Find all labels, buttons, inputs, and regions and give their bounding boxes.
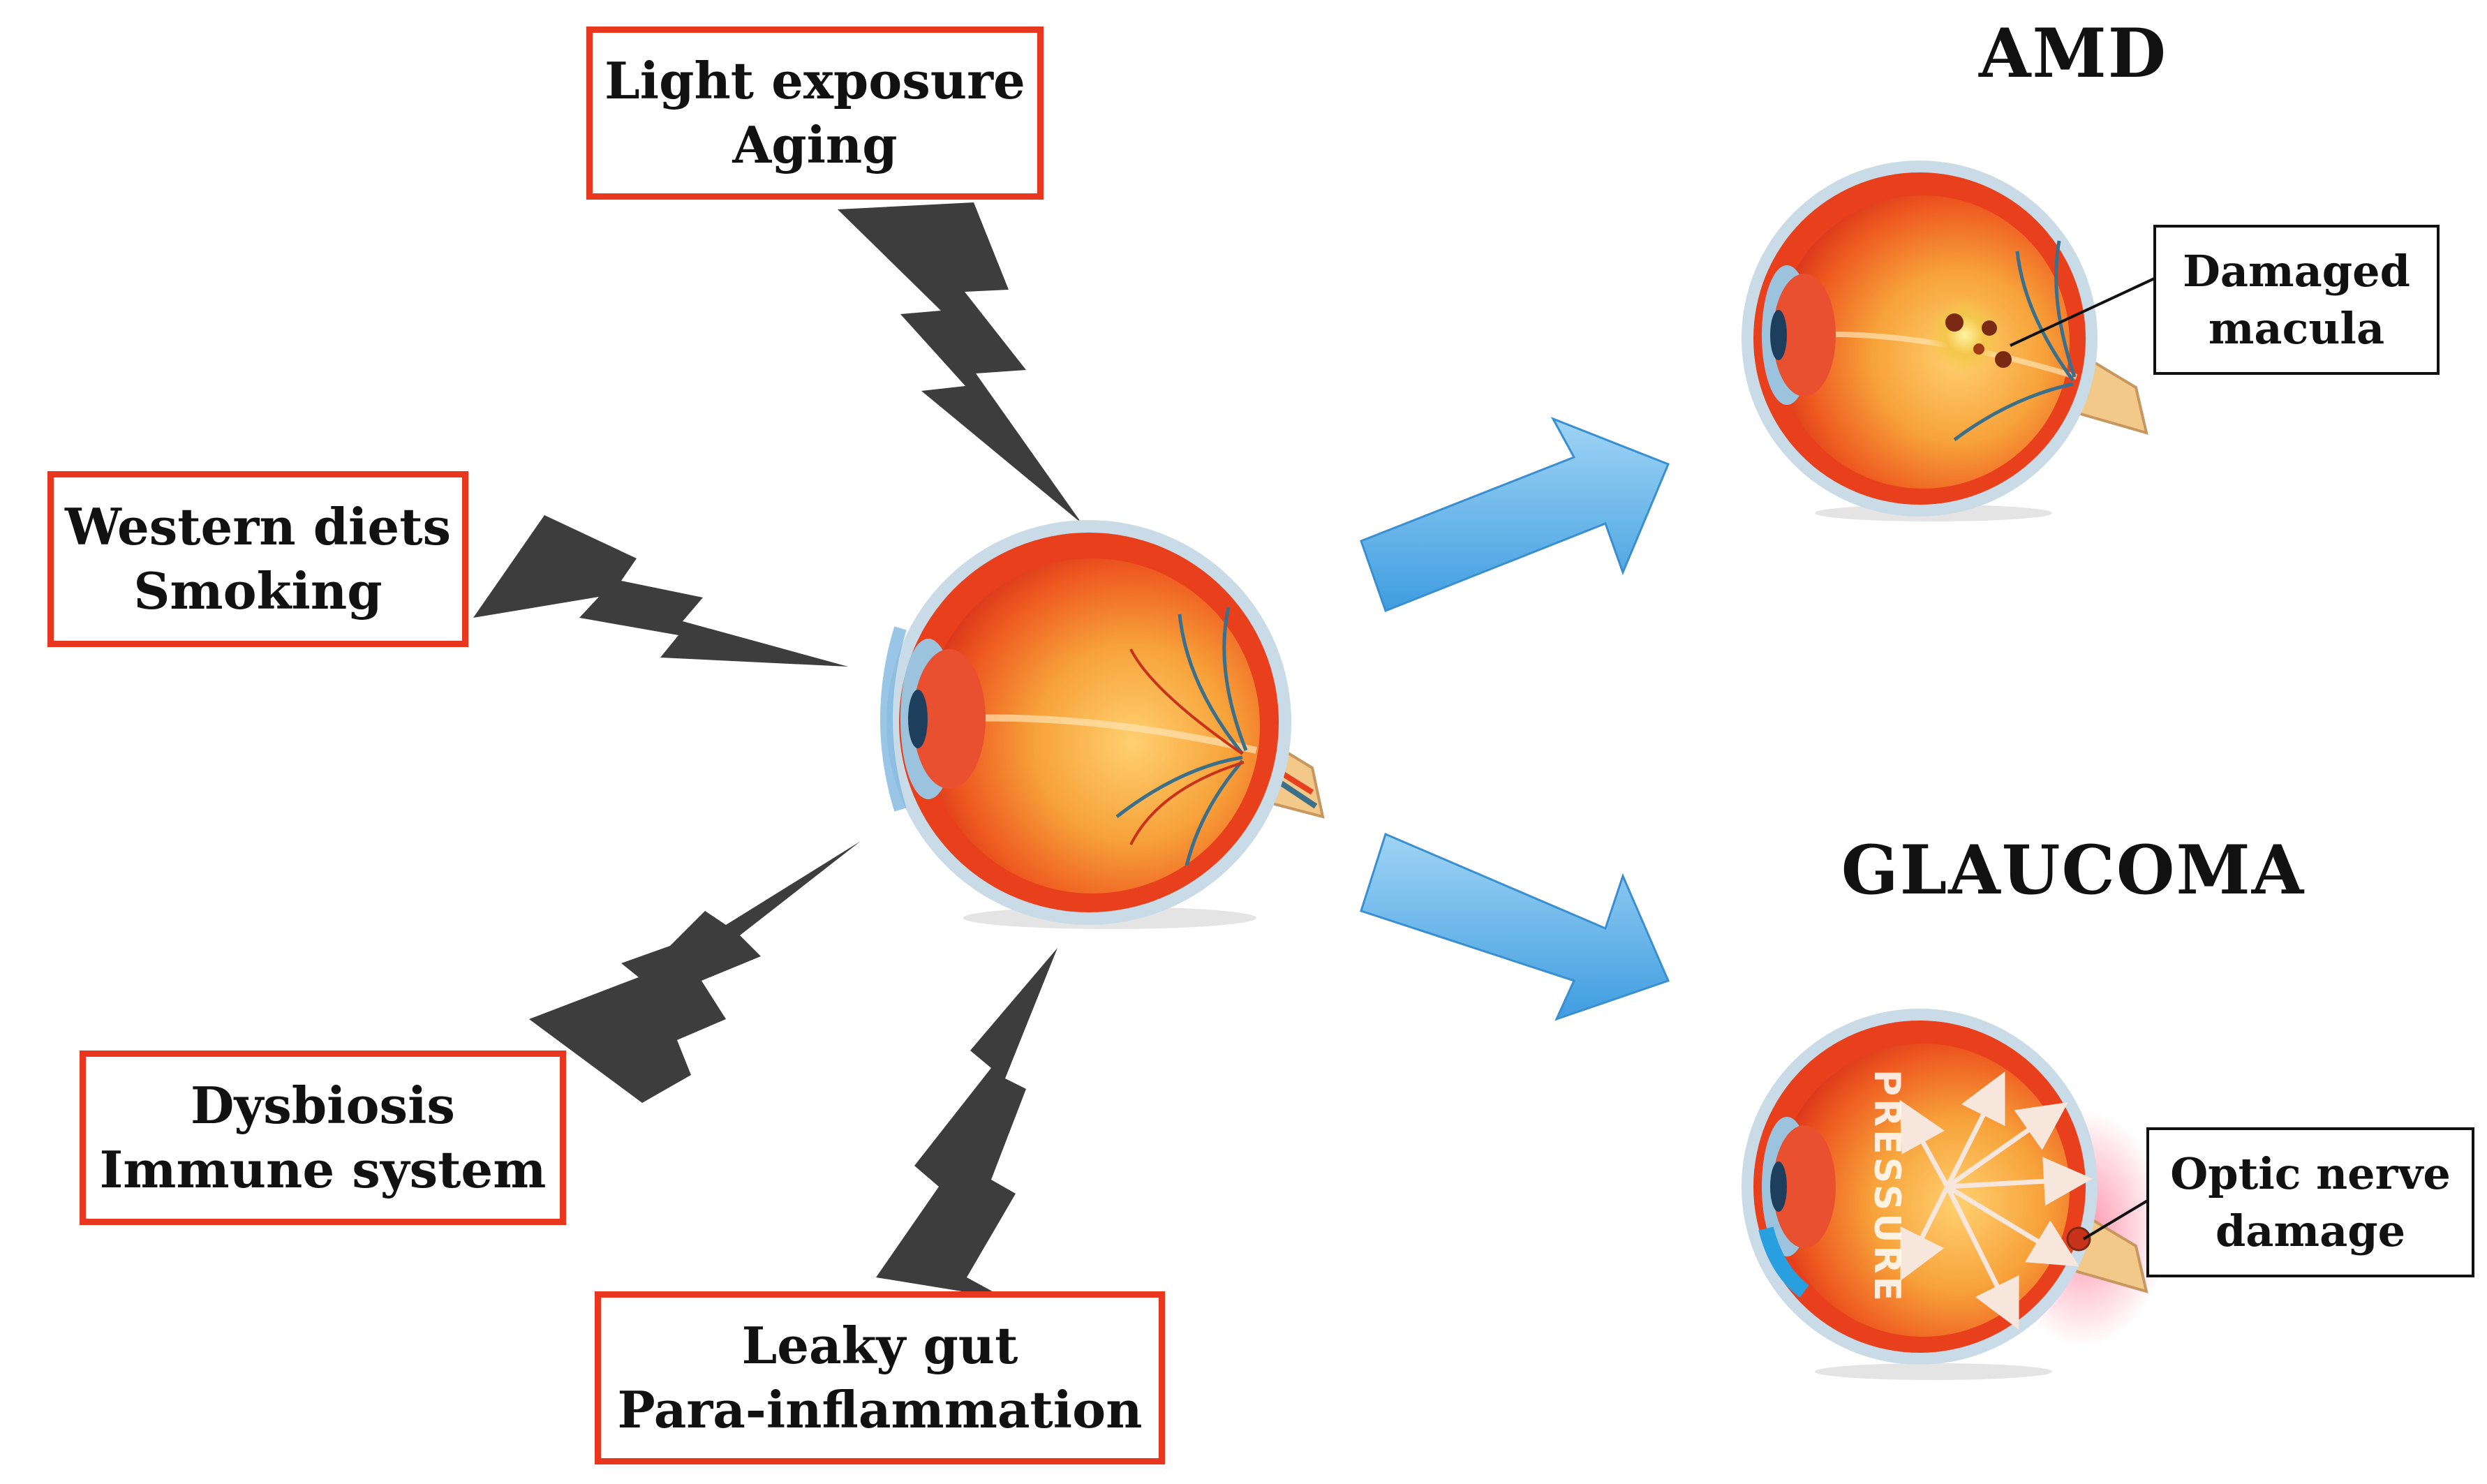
callout-line: macula bbox=[2208, 302, 2385, 354]
risk-factor-box-leaky-gut: Leaky gut Para-inflammation bbox=[595, 1291, 1165, 1464]
callout-line: damage bbox=[2215, 1205, 2406, 1256]
amd-eye-illustration bbox=[1742, 161, 2148, 521]
callout-line: Damaged bbox=[2183, 245, 2410, 297]
risk-factor-line: Dysbiosis bbox=[191, 1076, 455, 1135]
central-eye-illustration bbox=[880, 520, 1325, 929]
risk-factor-line: Leaky gut bbox=[741, 1316, 1018, 1375]
lightning-bolts bbox=[473, 202, 1082, 1298]
glaucoma-title: GLAUCOMA bbox=[1841, 831, 2306, 910]
amd-callout-leader bbox=[2010, 274, 2161, 347]
risk-factor-line: Aging bbox=[732, 115, 898, 175]
glaucoma-pressure-label: PRESSURE bbox=[1866, 1069, 1908, 1304]
amd-title: AMD bbox=[1979, 14, 2167, 93]
bolt-light-exposure bbox=[838, 202, 1082, 524]
bolt-western-diets bbox=[473, 515, 848, 667]
callout-line: Optic nerve bbox=[2170, 1148, 2451, 1199]
bolt-leaky-gut bbox=[876, 948, 1057, 1298]
risk-factor-box-dysbiosis: Dysbiosis Immune system bbox=[80, 1051, 566, 1225]
risk-factor-line: Western diets bbox=[64, 497, 452, 556]
risk-factor-line: Smoking bbox=[133, 561, 383, 621]
risk-factor-line: Para-inflammation bbox=[617, 1380, 1143, 1439]
glaucoma-callout-leader bbox=[2082, 1196, 2155, 1240]
glaucoma-eye-illustration: PRESSURE bbox=[1742, 1009, 2167, 1380]
risk-factor-line: Immune system bbox=[99, 1140, 547, 1199]
amd-callout-box: Damaged macula bbox=[2153, 225, 2440, 375]
risk-factor-box-light-exposure: Light exposure Aging bbox=[586, 27, 1044, 200]
risk-factor-line: Light exposure bbox=[604, 51, 1025, 110]
arrow-to-glaucoma bbox=[1360, 832, 1670, 1021]
bolt-dysbiosis bbox=[529, 841, 861, 1103]
glaucoma-callout-box: Optic nerve damage bbox=[2146, 1127, 2474, 1277]
risk-factor-box-western-diets: Western diets Smoking bbox=[47, 471, 468, 647]
arrow-to-amd bbox=[1360, 417, 1670, 612]
